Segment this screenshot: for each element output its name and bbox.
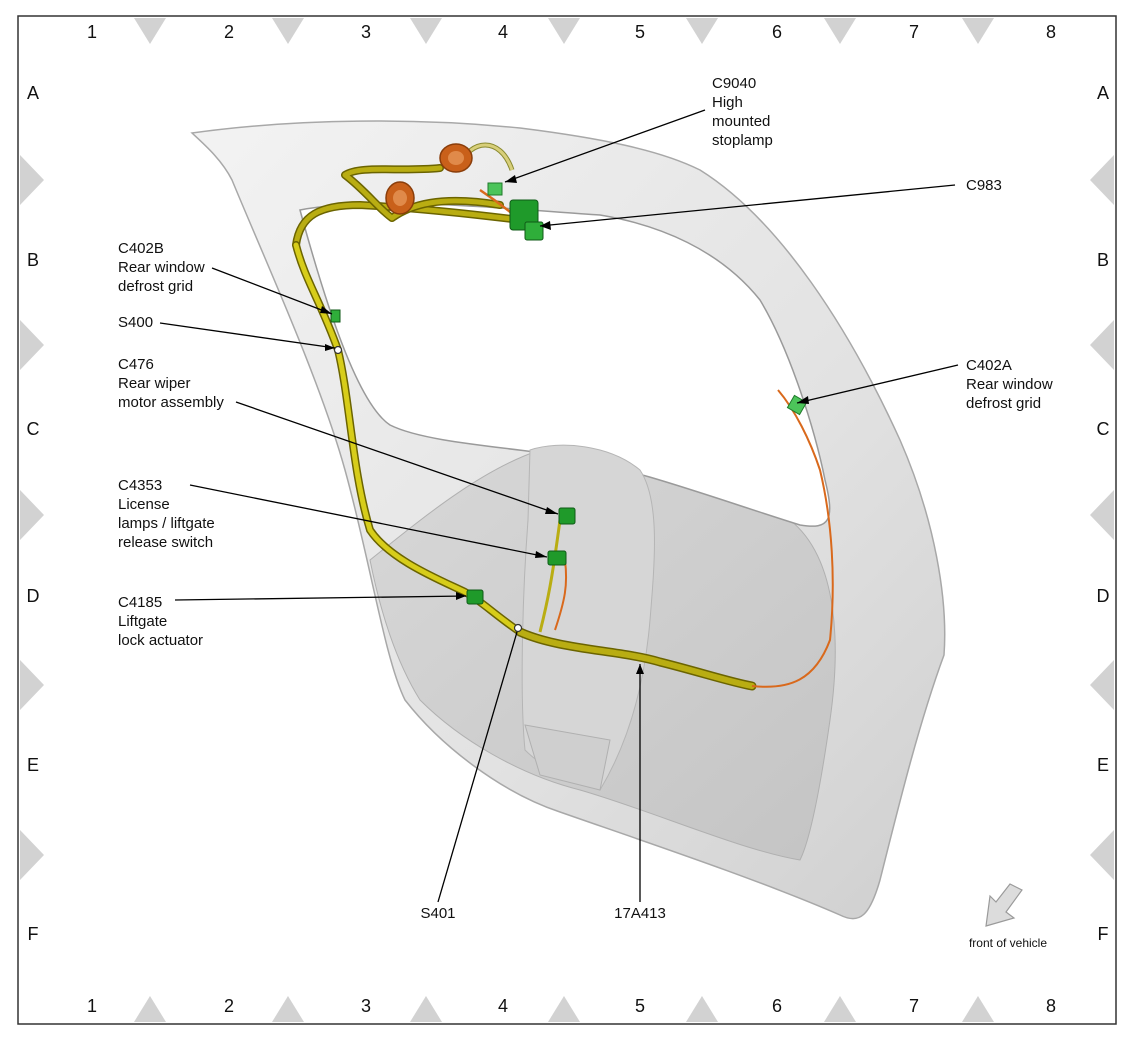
grid-row-labels-right: A B C D E F <box>1097 83 1110 944</box>
direction-arrow-icon <box>985 883 1023 927</box>
callout-harness: 17A413 <box>614 905 666 922</box>
callout-line: License <box>118 496 170 513</box>
callout-line: defrost grid <box>966 395 1041 412</box>
grid-row-label: A <box>27 83 39 103</box>
callout-s400: S400 <box>118 314 153 331</box>
grid-col-label: 2 <box>224 22 234 42</box>
callout-line: C4185 <box>118 594 162 611</box>
grommets <box>385 143 473 215</box>
grid-triangles <box>20 18 1114 1022</box>
grid-row-label: F <box>28 924 39 944</box>
connector-c476 <box>558 507 576 525</box>
callout-line: S401 <box>420 905 455 922</box>
grid-row-label: F <box>1098 924 1109 944</box>
splice-s400 <box>333 345 343 355</box>
callout-line: S400 <box>118 314 153 331</box>
connector-c4185 <box>466 589 484 605</box>
grid-row-label: B <box>27 250 39 270</box>
grid-col-label: 1 <box>87 22 97 42</box>
callout-line: lamps / liftgate <box>118 515 215 532</box>
grid-row-labels-left: A B C D E F <box>27 83 40 944</box>
callout-line: mounted <box>712 113 770 130</box>
grid-col-label: 1 <box>87 996 97 1016</box>
grid-col-label: 3 <box>361 996 371 1016</box>
grid-row-label: E <box>27 755 39 775</box>
callout-line: C9040 <box>712 75 756 92</box>
grid-column-labels-bottom: 1 2 3 4 5 6 7 8 <box>87 996 1056 1016</box>
grid-col-label: 4 <box>498 22 508 42</box>
grid-col-label: 7 <box>909 22 919 42</box>
callout-line: release switch <box>118 534 213 551</box>
callout-line: 17A413 <box>614 905 666 922</box>
grid-col-label: 8 <box>1046 22 1056 42</box>
callout-line: Liftgate <box>118 613 167 630</box>
grid-column-labels-top: 1 2 3 4 5 6 7 8 <box>87 22 1056 42</box>
connectors <box>330 182 808 633</box>
leader-arrowheads <box>320 175 809 674</box>
callout-line: lock actuator <box>118 632 203 649</box>
callout-c402b: C402B Rear window defrost grid <box>118 240 205 295</box>
callout-line: stoplamp <box>712 132 773 149</box>
leader-lines <box>159 109 959 903</box>
grid-row-label: C <box>1097 419 1110 439</box>
grid-col-label: 3 <box>361 22 371 42</box>
callout-line: Rear wiper <box>118 375 191 392</box>
callout-c983: C983 <box>966 177 1002 194</box>
callout-c9040: C9040 High mounted stoplamp <box>712 75 773 149</box>
callout-line: C476 <box>118 356 154 373</box>
callout-line: C402B <box>118 240 164 257</box>
connector-c4353 <box>547 550 567 566</box>
callout-line: defrost grid <box>118 278 193 295</box>
callout-line: High <box>712 94 743 111</box>
grid-col-label: 5 <box>635 22 645 42</box>
callout-line: C402A <box>966 357 1012 374</box>
callout-line: Rear window <box>966 376 1053 393</box>
direction-label: front of vehicle <box>969 936 1047 950</box>
grid-row-label: B <box>1097 250 1109 270</box>
callout-c4185: C4185 Liftgate lock actuator <box>118 594 203 649</box>
callout-s401: S401 <box>420 905 455 922</box>
grid-row-label: D <box>27 586 40 606</box>
connector-c402b <box>330 309 341 323</box>
grid-col-label: 6 <box>772 996 782 1016</box>
callout-line: C4353 <box>118 477 162 494</box>
callout-c4353: C4353 License lamps / liftgate release s… <box>118 477 215 551</box>
front-of-vehicle-indicator: front of vehicle <box>969 883 1047 950</box>
callout-c402a: C402A Rear window defrost grid <box>966 357 1053 412</box>
splice-s401 <box>513 623 523 633</box>
grid-row-label: E <box>1097 755 1109 775</box>
connector-c9040 <box>487 182 503 196</box>
callout-c476: C476 Rear wiper motor assembly <box>118 356 224 411</box>
grid-col-label: 7 <box>909 996 919 1016</box>
grid-row-label: D <box>1097 586 1110 606</box>
callout-line: Rear window <box>118 259 205 276</box>
callout-line: motor assembly <box>118 394 224 411</box>
grid-col-label: 4 <box>498 996 508 1016</box>
grid-col-label: 2 <box>224 996 234 1016</box>
grid-col-label: 8 <box>1046 996 1056 1016</box>
callout-line: C983 <box>966 177 1002 194</box>
grid-col-label: 5 <box>635 996 645 1016</box>
grid-col-label: 6 <box>772 22 782 42</box>
grid-row-label: C <box>27 419 40 439</box>
grid-row-label: A <box>1097 83 1109 103</box>
